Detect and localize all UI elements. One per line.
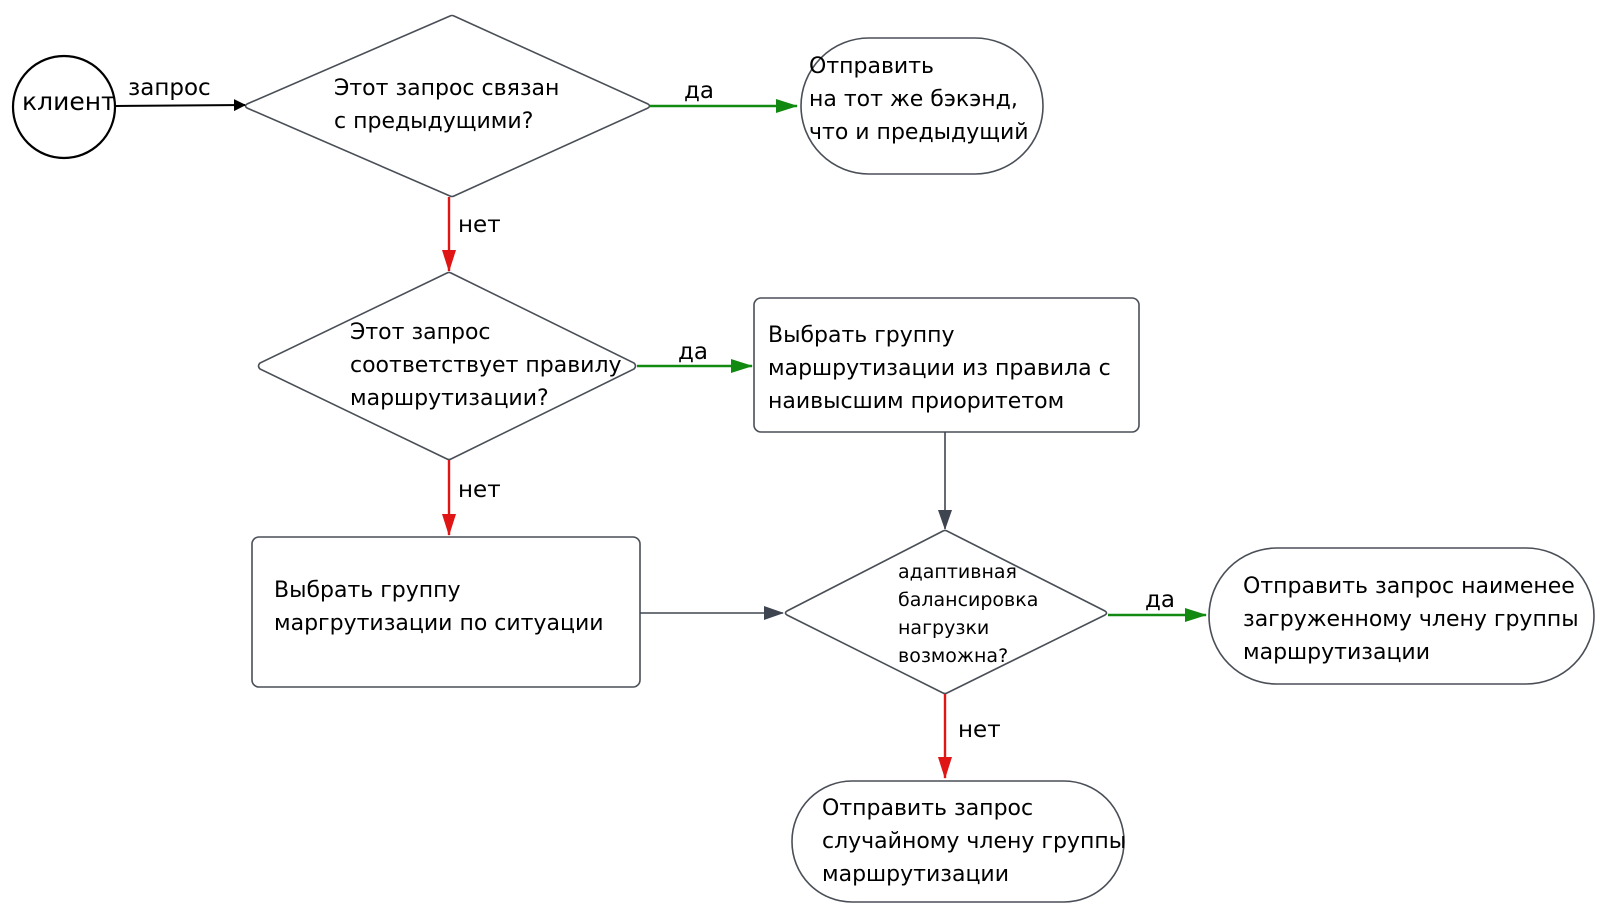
send-same-text: Отправить на тот же бэкэнд, что и предыд… (809, 50, 1029, 149)
q-rule-line: Этот запрос (350, 320, 491, 345)
edge-label-yes: да (1145, 587, 1175, 613)
edge-label-yes: да (684, 78, 714, 104)
q-adaptive-line: возможна? (898, 645, 1009, 667)
q-related-line: Этот запрос связан (334, 76, 560, 101)
node-send-random-terminal[interactable] (791, 780, 1125, 903)
pick-situation-group-line: маргрутизации по ситуации (274, 611, 604, 636)
q-rule-text: Этот запрос соответствует правилу маршру… (350, 316, 622, 415)
pick-rule-group-text: Выбрать группу маршрутизации из правила … (768, 319, 1111, 418)
edge-label-request: запрос (128, 75, 211, 101)
pick-rule-group-line: Выбрать группу (768, 323, 955, 348)
send-random-line: Отправить запрос (822, 796, 1034, 821)
send-random-text: Отправить запрос случайному члену группы… (822, 792, 1126, 891)
q-adaptive-line: нагрузки (898, 617, 990, 639)
node-pick-situation-group-box[interactable] (251, 536, 641, 688)
pick-situation-group-text: Выбрать группу маргрутизации по ситуации (274, 574, 604, 640)
edge-label-no: нет (458, 477, 501, 503)
node-pick-rule-group-box[interactable] (753, 297, 1140, 433)
node-q-adaptive-diamond[interactable] (784, 529, 1108, 695)
edge-label-no: нет (958, 717, 1001, 743)
send-random-line: маршрутизации (822, 862, 1010, 887)
pick-rule-group-line: маршрутизации из правила с (768, 356, 1111, 381)
send-same-line: на тот же бэкэнд, (809, 87, 1018, 112)
q-rule-line: маршрутизации? (350, 386, 549, 411)
pick-situation-group-line: Выбрать группу (274, 578, 461, 603)
node-client-circle[interactable] (11, 54, 117, 160)
send-same-line: Отправить (809, 54, 935, 79)
q-adaptive-line: балансировка (898, 589, 1039, 611)
node-q-rule-diamond[interactable] (257, 271, 637, 461)
client-label: клиент (22, 87, 116, 116)
pick-rule-group-line: наивысшим приоритетом (768, 389, 1065, 414)
edge-label-yes: да (678, 339, 708, 365)
edge-client-to-q-related (114, 99, 246, 112)
send-same-line: что и предыдущий (809, 120, 1029, 145)
send-least-line: загруженному члену группы (1243, 607, 1579, 632)
send-random-line: случайному члену группы (822, 829, 1127, 854)
q-related-text: Этот запрос связан с предыдущими? (334, 72, 559, 138)
send-least-line: маршрутизации (1243, 640, 1431, 665)
edge-label-no: нет (458, 212, 501, 238)
q-adaptive-text: адаптивная балансировка нагрузки возможн… (898, 558, 1038, 670)
q-related-line: с предыдущими? (334, 109, 534, 134)
node-send-least-terminal[interactable] (1208, 547, 1595, 685)
node-send-same-terminal[interactable] (800, 37, 1044, 175)
send-least-line: Отправить запрос наименее (1243, 574, 1575, 599)
send-least-text: Отправить запрос наименее загруженному ч… (1243, 570, 1579, 669)
q-rule-line: соответствует правилу (350, 353, 622, 378)
q-adaptive-line: адаптивная (898, 561, 1017, 583)
